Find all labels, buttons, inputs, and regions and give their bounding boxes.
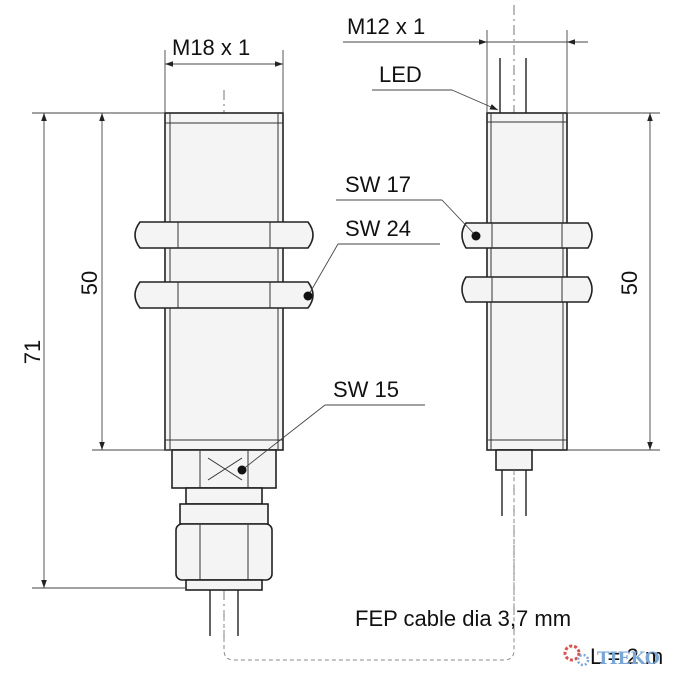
m18-cable-gland xyxy=(171,449,277,591)
label-sw24: SW 24 xyxy=(345,216,411,241)
gear-logo-icon xyxy=(563,644,590,667)
label-m12-thread: M12 x 1 xyxy=(347,14,425,39)
dimension-m18 xyxy=(164,50,284,113)
label-led: LED xyxy=(379,62,422,87)
m12-sensor xyxy=(461,5,593,640)
m12-nut-lower xyxy=(461,276,593,303)
sw24-leader xyxy=(303,243,440,301)
watermark-logo: TIEKO xyxy=(563,644,660,669)
m18-nut-upper xyxy=(134,221,314,249)
led-leader xyxy=(372,89,499,111)
label-m18-thread: M18 x 1 xyxy=(172,35,250,60)
label-dim-50-left: 50 xyxy=(77,271,102,295)
label-dim-71: 71 xyxy=(20,340,45,364)
dimension-71 xyxy=(32,112,186,589)
m12-nut-upper xyxy=(461,222,593,249)
label-sw15: SW 15 xyxy=(333,377,399,402)
dimension-50-left xyxy=(92,113,172,451)
dimension-m12 xyxy=(343,30,588,113)
m18-nut-lower xyxy=(134,281,314,309)
label-sw17: SW 17 xyxy=(345,172,411,197)
label-dim-50-right: 50 xyxy=(617,271,642,295)
sw17-leader xyxy=(336,199,481,241)
m18-sensor xyxy=(134,90,314,640)
label-cable-length: L = 2 m xyxy=(590,644,663,669)
cable-connection-path xyxy=(223,470,515,661)
label-cable-spec: FEP cable dia 3,7 mm xyxy=(355,606,571,631)
watermark-text: TIEKO xyxy=(597,649,660,669)
sw15-leader xyxy=(237,404,425,475)
dimension-50-right xyxy=(567,112,660,451)
